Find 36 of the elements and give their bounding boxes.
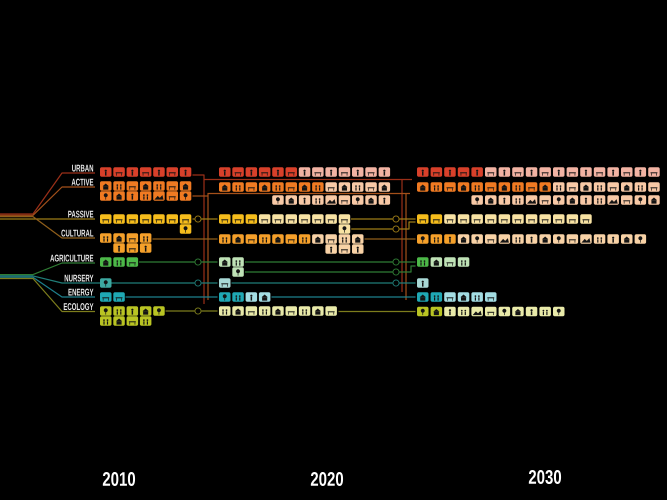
flow-line: [351, 218, 392, 220]
flow-line: [0, 262, 95, 276]
year-label: 2030: [528, 470, 562, 484]
category-label: ENERGY: [68, 288, 94, 296]
category-label: ACTIVE: [72, 178, 94, 186]
flow-line: [0, 216, 95, 239]
flow-line: [139, 261, 194, 263]
flow-line: [0, 275, 95, 284]
flow-line: [400, 261, 416, 263]
category-label: PASSIVE: [68, 210, 94, 218]
flow-line: [232, 282, 392, 284]
flow-line: [202, 282, 218, 284]
flow-line: [0, 278, 95, 312]
flow-line: [0, 186, 95, 216]
flow-line: [400, 265, 416, 273]
category-label: AGRICULTURE: [50, 254, 94, 262]
flow-line: [166, 310, 194, 312]
flow-line: [202, 218, 218, 220]
year-label: 2010: [102, 472, 136, 486]
flow-line: [400, 221, 416, 230]
category-label: CULTURAL: [61, 230, 94, 237]
flow-line: [400, 218, 416, 220]
flow-line: [245, 271, 392, 273]
flow-line: [0, 172, 95, 215]
flow-line: [0, 276, 95, 298]
category-label: NURSERY: [64, 274, 94, 282]
flow-line: [351, 228, 392, 230]
flow-line: [245, 261, 392, 263]
category-label: ECOLOGY: [64, 303, 94, 310]
flow-line: [400, 282, 416, 284]
year-label: 2020: [310, 472, 344, 486]
flow-line: [202, 261, 218, 263]
flow-line: [202, 310, 218, 312]
category-label: URBAN: [72, 164, 94, 172]
flow-line: [95, 282, 194, 284]
flow-line: [0, 218, 95, 220]
